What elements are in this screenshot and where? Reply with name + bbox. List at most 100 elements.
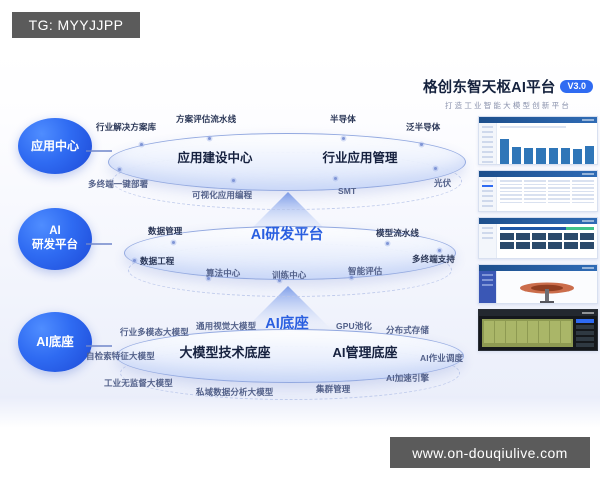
tier1-tag-dot-4 [118, 168, 121, 171]
tier3-tag-7: 私域数据分析大模型 [196, 387, 274, 397]
panel-matrix-grid[interactable] [478, 217, 598, 259]
tier1-tag-7: 光伏 [434, 178, 452, 188]
table-column [524, 180, 546, 205]
tier-pill-ai-base[interactable]: AI底座 [18, 312, 92, 372]
panel-sidebar [479, 177, 497, 211]
tier1-tag-dot-6 [334, 177, 337, 180]
tier2-tag-dot-3 [207, 277, 210, 280]
tier1-tag-5: 可视化应用编程 [192, 190, 253, 200]
panel-titlebar [479, 117, 597, 123]
tier-pill-label-line1: AI [49, 225, 61, 238]
panel-content [497, 224, 597, 258]
connector-line-tier3 [86, 345, 112, 347]
brand-header: 格创东智天枢AI平台 V3.0 打造工业智能大模型创新平台 [420, 76, 596, 111]
table-column [548, 180, 570, 205]
tier1-main-label-1: 应用建设中心 [177, 150, 253, 165]
tier2-tag-dot-0 [172, 241, 175, 244]
tier2-tag-dot-5 [350, 276, 353, 279]
tier3-disc [116, 329, 464, 383]
tier2-tag-dot-1 [386, 242, 389, 245]
connector-line-tier1 [86, 150, 112, 152]
tier1-tag-2: 半导体 [330, 114, 356, 124]
panel-content [497, 177, 597, 211]
tier3-tag-1: 通用视觉大模型 [196, 321, 257, 331]
panel-sidebar [479, 271, 497, 303]
watermark-bottom-right: www.on-douqiulive.com [390, 437, 590, 468]
panel-filter-rows [500, 126, 594, 128]
tier1-disc [108, 133, 466, 191]
panel-body [479, 123, 597, 164]
tier1-tag-0: 行业解决方案库 [96, 122, 157, 132]
tier1-tag-dot-3 [420, 143, 423, 146]
tier3-tag-8: 集群管理 [316, 384, 351, 394]
watermark-top-left: TG: MYYJJPP [12, 12, 140, 38]
tier-pill-ai-rd-platform[interactable]: AI 研发平台 [18, 208, 92, 270]
panel-dashboard-bar-chart[interactable] [478, 116, 598, 165]
tier3-tag-5: AI作业调度 [420, 353, 464, 363]
connector-line-tier2 [86, 243, 112, 245]
table-column [500, 180, 522, 205]
tier1-main-label-2: 行业应用管理 [322, 150, 398, 165]
tier1-tag-6: SMT [338, 186, 357, 196]
tier2-disc [124, 226, 456, 280]
tier2-tag-0: 数据管理 [148, 226, 183, 236]
tier-pill-label: 应用中心 [30, 138, 79, 153]
tier1-tag-dot-5 [232, 179, 235, 182]
panel-body [479, 224, 597, 258]
panel-body [479, 271, 597, 303]
tier3-tag-6: 工业无监督大模型 [104, 378, 173, 388]
panel-sidebar [479, 224, 497, 258]
panel-titlebar [479, 265, 597, 271]
tier-pill-label: AI 研发平台 [32, 225, 78, 252]
tier2-tag-6: 多终端支持 [412, 254, 456, 264]
tier3-tag-4: 自检索特征大模型 [86, 351, 155, 361]
tier1-tag-dot-7 [434, 167, 437, 170]
tier2-center-title: AI研发平台 [250, 226, 324, 243]
tier2-tag-3: 算法中心 [206, 268, 241, 278]
tier-pill-label: AI底座 [36, 334, 74, 349]
panel-titlebar [479, 218, 597, 224]
background-fade [0, 396, 600, 428]
tier3-center-title: AI底座 [265, 315, 309, 332]
tier2-tag-2: 数据工程 [140, 256, 175, 266]
panel-sidebar [479, 123, 497, 164]
tier-pill-label-line2: 研发平台 [32, 239, 78, 251]
tier1-tag-3: 泛半导体 [406, 122, 441, 132]
tier3-tag-0: 行业多模态大模型 [120, 327, 189, 337]
tier3-tag-3: 分布式存储 [386, 325, 430, 335]
panel-content [497, 123, 597, 164]
panel-factory-floor-map[interactable] [478, 309, 598, 351]
tier2-tag-1: 模型流水线 [376, 228, 420, 238]
tier2-tag-dot-6 [438, 249, 441, 252]
tier1-tag-dot-0 [140, 143, 143, 146]
tier1-tag-1: 方案评估流水线 [176, 114, 237, 124]
product-screenshot-stack [478, 116, 598, 356]
progress-bar [500, 227, 594, 230]
panel-model-viewer[interactable] [478, 264, 598, 304]
table-column [572, 180, 594, 205]
bar-chart [500, 131, 594, 164]
brand-subtitle: 打造工业智能大模型创新平台 [444, 101, 572, 110]
tier3-tag-2: GPU池化 [336, 321, 372, 331]
panel-titlebar [479, 171, 597, 177]
tier3-main-label-1: 大模型技术底座 [179, 344, 271, 360]
floor-side-controls [576, 319, 594, 347]
panel-data-table[interactable] [478, 170, 598, 212]
matrix-cells [500, 233, 594, 249]
panel-body [479, 316, 597, 350]
tier3-tag-9: AI加速引擎 [386, 373, 430, 383]
tier2-tag-5: 智能评估 [348, 266, 383, 276]
tier-pill-application-center[interactable]: 应用中心 [18, 118, 92, 174]
page-title: 格创东智天枢AI平台 [422, 80, 556, 96]
panel-content [497, 271, 597, 303]
table-grid [500, 180, 594, 205]
model-3d-icon [520, 282, 574, 303]
version-badge: V3.0 [560, 80, 593, 93]
tier1-tag-dot-2 [342, 137, 345, 140]
tier3-main-label-2: AI管理底座 [332, 344, 398, 360]
brand-title-row: 格创东智天枢AI平台 V3.0 [420, 76, 596, 97]
tier2-tag-dot-4 [278, 279, 281, 282]
tier2-tag-4: 训练中心 [272, 270, 307, 280]
panel-body [479, 177, 597, 211]
